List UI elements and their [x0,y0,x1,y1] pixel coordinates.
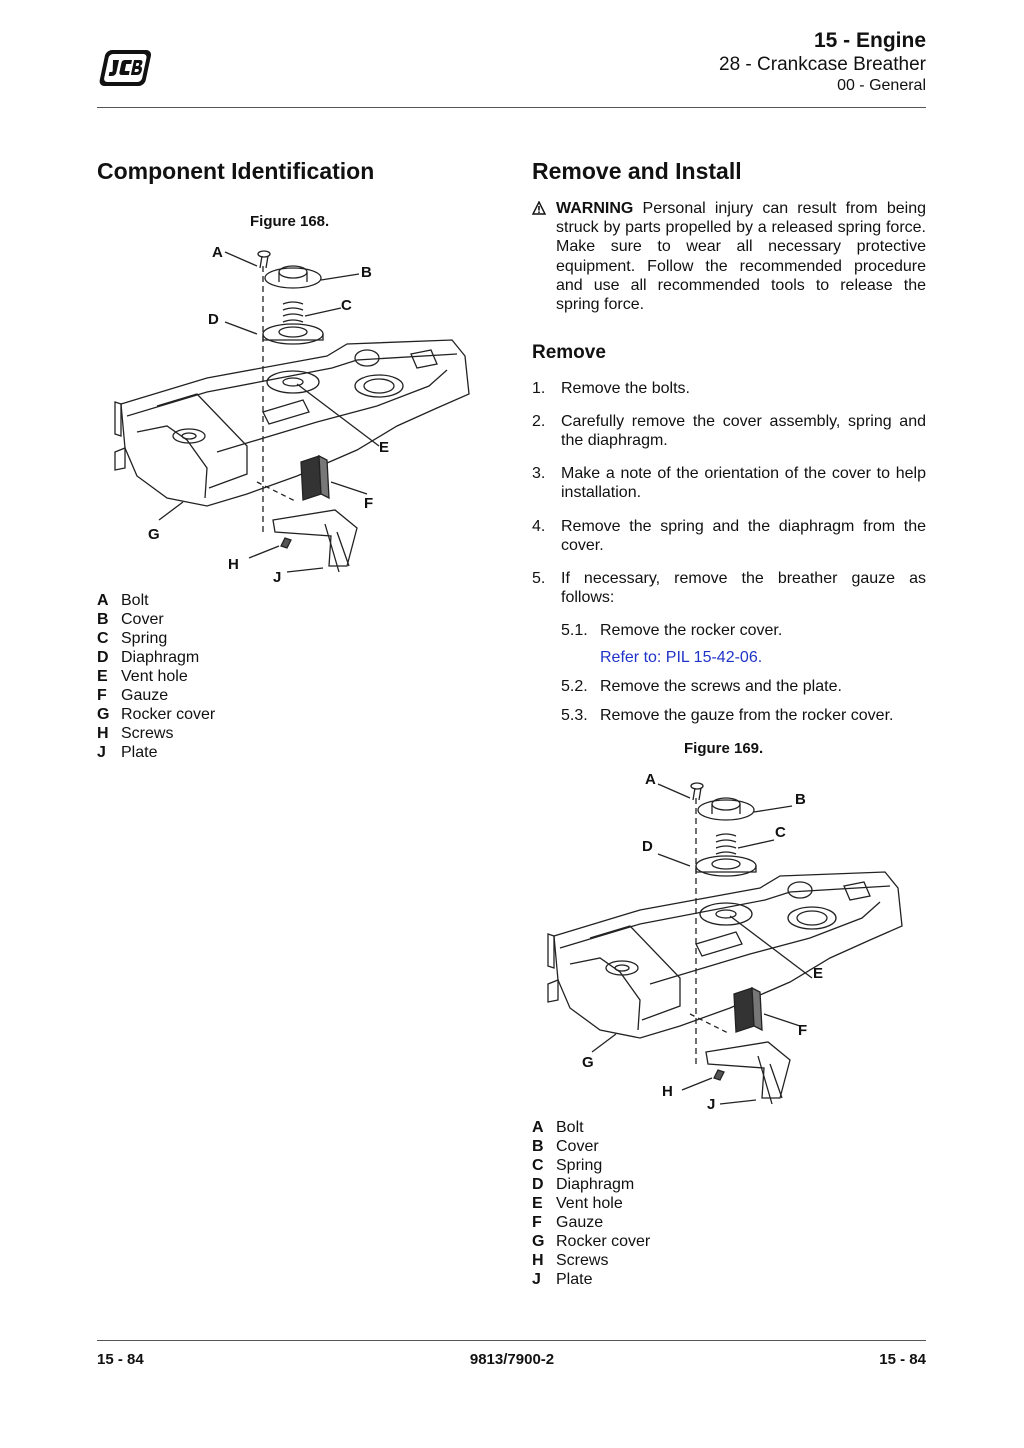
figure-168-illustration: A B C D E F G H J [114,244,470,582]
callout-b: B [361,264,372,281]
callout-a: A [212,244,223,261]
callout-g: G [148,526,160,543]
warning-block: WARNING Personal injury can result from … [532,199,926,314]
warning-triangle-icon [532,201,546,215]
callout-h: H [662,1083,673,1100]
component-identification-heading: Component Identification [97,158,375,184]
step-item: 2.Carefully remove the cover assembly, s… [532,413,926,449]
substep-item: 5.3.Remove the gauze from the rocker cov… [561,707,894,724]
figure-168-caption: Figure 168. [250,213,330,230]
callout-a: A [645,771,656,788]
callout-j: J [273,569,281,582]
chapter-title: 15 - Engine [813,29,926,52]
footer-page-right: 15 - 84 [879,1351,926,1368]
step-item: 5.If necessary, remove the breather gauz… [532,570,926,606]
subsection-title: 00 - General [837,77,926,94]
jcb-logo [99,50,152,86]
callout-c: C [341,297,352,314]
warning-text: Personal injury can result from being st… [556,200,926,314]
remove-heading: Remove [532,342,606,363]
callout-f: F [364,495,373,512]
callout-d: D [208,311,219,328]
header-divider [97,107,926,108]
step-item: 4.Remove the spring and the diaphragm fr… [532,518,926,554]
warning-label: WARNING [556,200,634,217]
callout-g: G [582,1054,594,1071]
callout-e: E [813,965,823,982]
callout-f: F [798,1022,807,1039]
page-header: 15 - Engine 28 - Crankcase Breather 00 -… [719,28,926,96]
figure-169-illustration: A B C D E F G H J [547,771,903,1113]
section-title: 28 - Crankcase Breather [719,54,926,75]
substep-item: 5.1.Remove the rocker cover. [561,622,783,639]
footer-document-number: 9813/7900-2 [469,1351,555,1368]
step-item: 3.Make a note of the orientation of the … [532,465,926,501]
callout-j: J [707,1096,715,1113]
figure-169-caption: Figure 169. [684,740,764,757]
step-item: 1.Remove the bolts. [532,380,690,397]
callout-h: H [228,556,239,573]
substep-item: 5.2.Remove the screws and the plate. [561,678,842,695]
footer-divider [97,1340,926,1341]
callout-e: E [379,439,389,456]
callout-d: D [642,838,653,855]
remove-and-install-heading: Remove and Install [532,158,742,184]
callout-c: C [775,824,786,841]
footer-page-left: 15 - 84 [97,1351,144,1368]
callout-b: B [795,791,806,808]
reference-link[interactable]: Refer to: PIL 15-42-06. [600,649,763,666]
